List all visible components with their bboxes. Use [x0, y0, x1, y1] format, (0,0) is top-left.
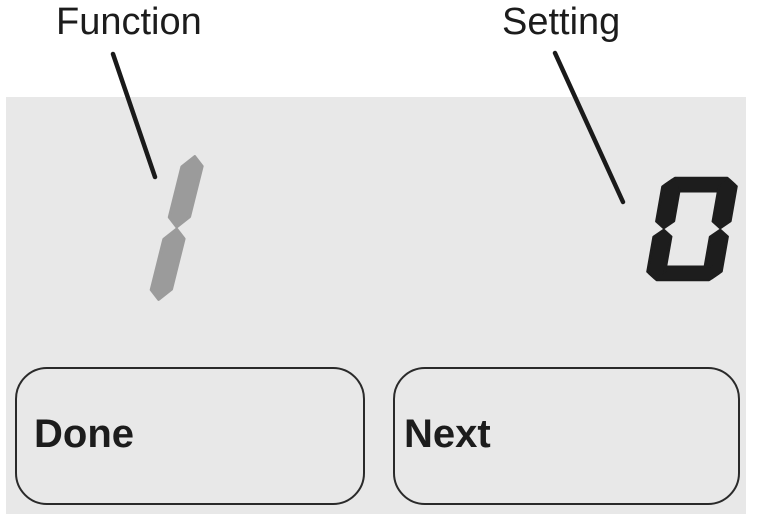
function-digit-display [81, 153, 206, 303]
done-button[interactable]: Done [15, 367, 365, 505]
function-label: Function [56, 1, 202, 43]
setting-label: Setting [502, 1, 621, 43]
setting-digit-display [645, 176, 739, 282]
done-button-label: Done [34, 412, 134, 456]
next-button[interactable]: Next [393, 367, 740, 505]
next-button-label: Next [404, 412, 491, 456]
